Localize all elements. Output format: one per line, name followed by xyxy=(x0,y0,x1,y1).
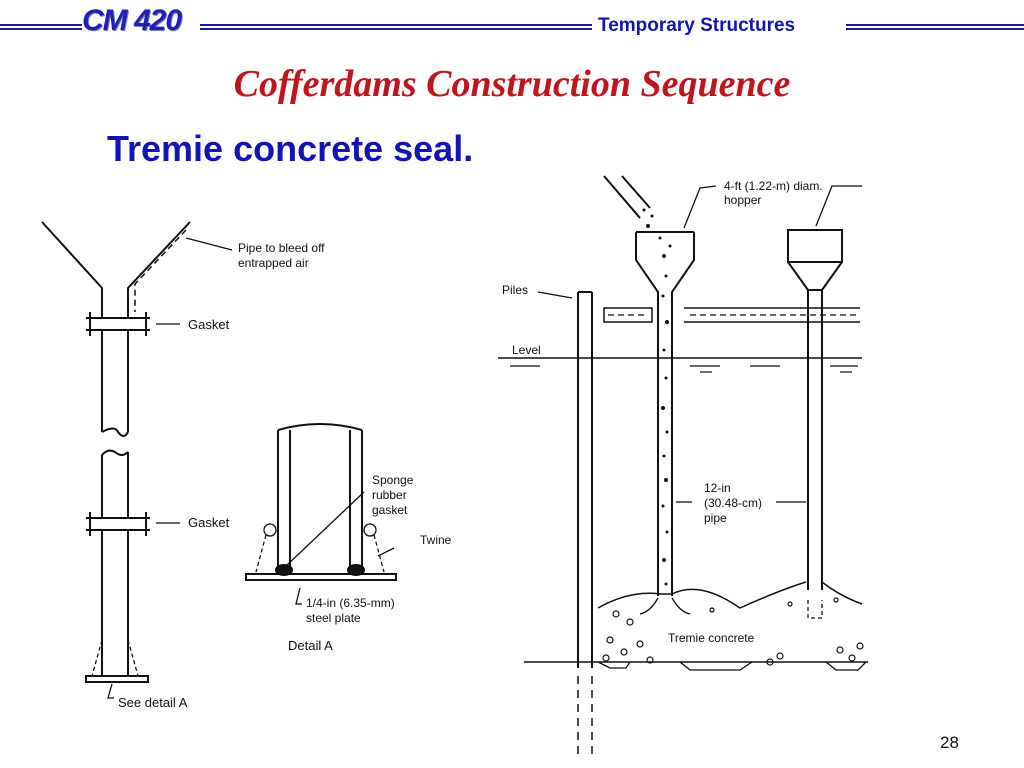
label-tremie-concrete: Tremie concrete xyxy=(668,631,755,645)
label-sponge-2: rubber xyxy=(372,488,407,502)
label-twine: Twine xyxy=(420,533,452,547)
label-pipe-3: pipe xyxy=(704,511,727,525)
course-logo: CM 420 xyxy=(82,4,182,37)
header-rule-left xyxy=(0,24,82,30)
label-plate-1: 1/4-in (6.35-mm) xyxy=(306,596,395,610)
label-detail-a: Detail A xyxy=(288,638,333,653)
label-gasket-top: Gasket xyxy=(188,317,230,332)
label-gasket-bottom: Gasket xyxy=(188,515,230,530)
label-pipe-bleed-1: Pipe to bleed off xyxy=(238,241,325,255)
label-level: Level xyxy=(512,343,541,357)
label-hopper-1: 4-ft (1.22-m) diam. xyxy=(724,179,823,193)
label-piles: Piles xyxy=(502,283,528,297)
detail-a-drawing xyxy=(245,423,397,605)
label-hopper-2: hopper xyxy=(724,193,761,207)
label-pipe-bleed-2: entrapped air xyxy=(238,256,309,270)
label-pipe-1: 12-in xyxy=(704,481,731,495)
course-subtitle: Temporary Structures xyxy=(598,15,796,36)
slide-subtitle: Tremie concrete seal. xyxy=(107,128,474,169)
header-rule-middle xyxy=(200,24,592,30)
label-see-detail: See detail A xyxy=(118,695,188,710)
header-rule-right xyxy=(846,24,1024,30)
cofferdam-section xyxy=(498,175,868,756)
label-sponge-1: Sponge xyxy=(372,473,414,487)
label-pipe-2: (30.48-cm) xyxy=(704,496,762,510)
tremie-pipe-assembly xyxy=(41,221,233,699)
page-number: 28 xyxy=(940,733,959,752)
label-plate-2: steel plate xyxy=(306,611,361,625)
slide-title: Cofferdams Construction Sequence xyxy=(233,63,791,105)
label-sponge-3: gasket xyxy=(372,503,408,517)
